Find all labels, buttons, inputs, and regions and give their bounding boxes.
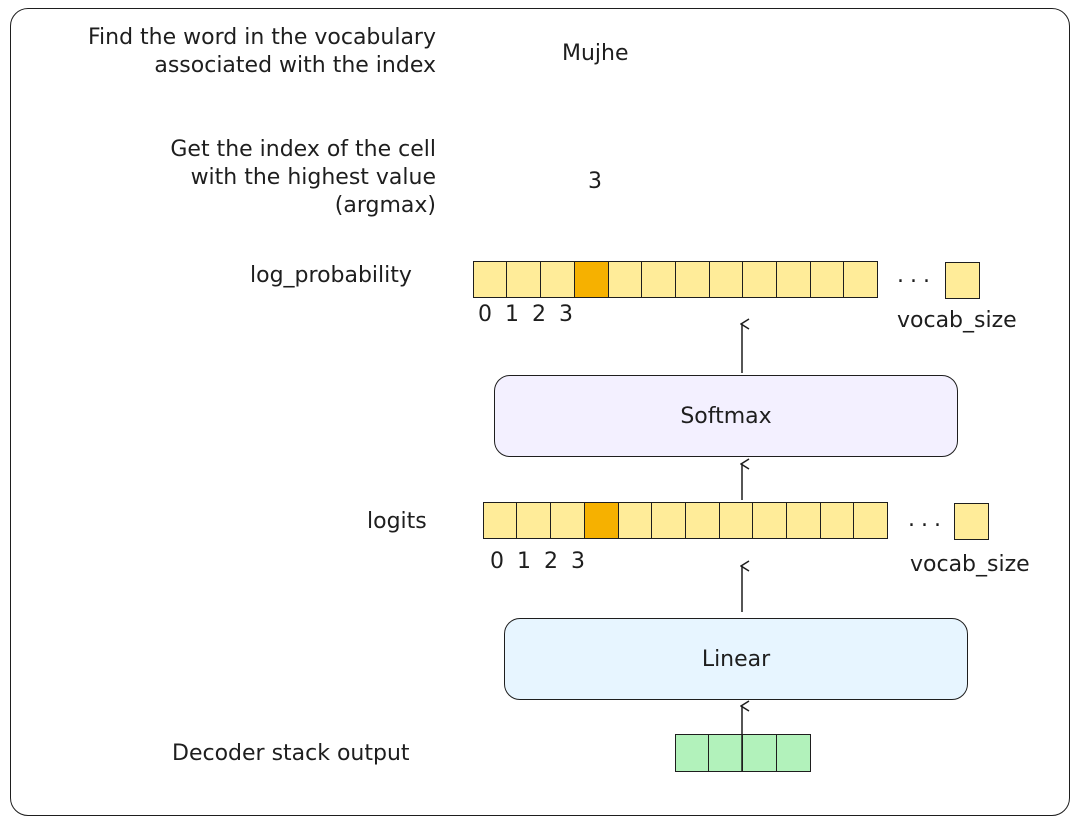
vector-cell (843, 261, 879, 298)
vector-cell (944, 262, 980, 299)
index-label: 0 (478, 302, 492, 327)
logits-last-cell (953, 503, 989, 540)
vector-cell (651, 502, 687, 539)
logits-vector (482, 502, 889, 539)
index-label: 0 (490, 549, 504, 574)
softmax-block: Softmax (494, 375, 958, 457)
logits-ellipsis: ... (908, 507, 947, 532)
index-label: 2 (532, 302, 546, 327)
linear-label: Linear (701, 646, 771, 672)
vector-cell (674, 261, 710, 298)
vector-cell-highlighted (573, 261, 609, 298)
logits-label: logits (367, 509, 427, 534)
decoder-output-label: Decoder stack output (172, 741, 410, 766)
vector-cell (708, 734, 744, 772)
softmax-label: Softmax (680, 403, 772, 429)
vector-cell (540, 261, 576, 298)
linear-block: Linear (504, 618, 968, 700)
lookup-step-label: Find the word in the vocabulary associat… (87, 25, 436, 78)
vector-cell-highlighted (583, 502, 619, 539)
log-probability-last-cell (944, 262, 980, 299)
log-probability-vector (472, 261, 879, 298)
vector-cell (482, 502, 518, 539)
index-label: 2 (544, 549, 558, 574)
vector-cell (809, 261, 845, 298)
vector-cell (607, 261, 643, 298)
index-label: 1 (517, 549, 531, 574)
vector-cell (718, 502, 754, 539)
logits-vocab-size-label: vocab_size (910, 552, 1030, 577)
argmax-step-label: Get the index of the cell with the highe… (170, 137, 436, 218)
argmax-result-index: 3 (588, 169, 602, 194)
index-label: 3 (559, 302, 573, 327)
vector-cell (819, 502, 855, 539)
index-label: 1 (505, 302, 519, 327)
vector-cell (853, 502, 889, 539)
index-label: 3 (571, 549, 585, 574)
vector-cell (674, 734, 710, 772)
vector-cell (742, 261, 778, 298)
diagram-frame (10, 8, 1070, 816)
vector-cell (953, 503, 989, 540)
decoder-output-vector (674, 734, 811, 772)
vector-cell (550, 502, 586, 539)
vector-cell (472, 261, 508, 298)
vector-cell (516, 502, 552, 539)
vector-cell (775, 734, 811, 772)
log-probability-label: log_probability (250, 263, 412, 288)
lookup-result-word: Mujhe (562, 41, 629, 66)
log-probability-vocab-size-label: vocab_size (897, 308, 1017, 333)
log-probability-ellipsis: ... (897, 263, 936, 288)
vector-cell (684, 502, 720, 539)
